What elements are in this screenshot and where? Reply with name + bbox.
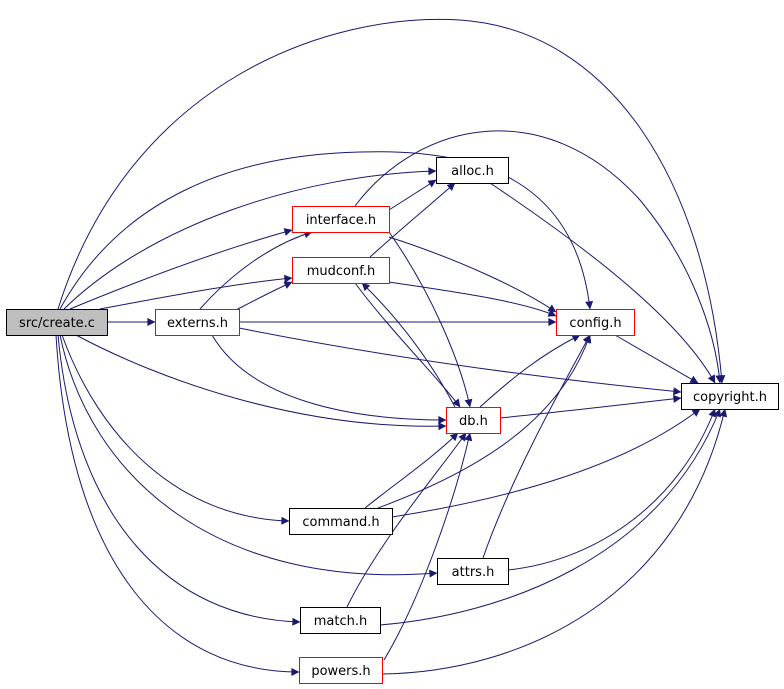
edge-create-to-copyright (57, 18, 726, 384)
edge-powers-to-db (383, 432, 473, 661)
edge-mudconf-to-db (354, 282, 461, 408)
node-label-copyright: copyright.h (693, 390, 767, 405)
edge-db-to-mudconf (361, 282, 456, 408)
edge-create-to-mudconf (99, 274, 293, 310)
node-externs[interactable]: externs.h (155, 309, 240, 336)
node-box-config[interactable] (556, 309, 635, 336)
edge-interface-to-db (388, 231, 473, 408)
edge-interface-to-config (388, 236, 557, 313)
edge-create-to-interface (69, 228, 293, 310)
node-label-alloc: alloc.h (451, 164, 494, 179)
edge-create-to-command (61, 334, 290, 525)
dependency-edges (55, 18, 728, 676)
edge-config-to-copyright (614, 334, 699, 384)
node-box-copyright[interactable] (681, 383, 779, 410)
edge-attrs-to-config (482, 334, 591, 559)
edge-command-to-config (377, 334, 592, 509)
node-config[interactable]: config.h (556, 309, 635, 336)
node-label-interface: interface.h (306, 213, 376, 228)
node-create[interactable]: src/create.c (6, 309, 108, 336)
node-box-create[interactable] (6, 309, 108, 336)
node-box-mudconf[interactable] (292, 257, 390, 284)
edge-create-to-alloc (63, 167, 437, 310)
node-label-command: command.h (302, 515, 379, 530)
node-box-command[interactable] (289, 508, 393, 535)
edge-create-to-match (57, 334, 301, 626)
edge-attrs-to-copyright (507, 408, 717, 571)
file-nodes: src/create.c externs.h interface.h mudconf.… (6, 157, 779, 684)
node-label-externs: externs.h (167, 316, 228, 331)
node-box-interface[interactable] (292, 206, 390, 233)
node-copyright[interactable]: copyright.h (681, 383, 779, 410)
node-match[interactable]: match.h (300, 607, 381, 634)
node-label-attrs: attrs.h (452, 565, 495, 580)
node-box-attrs[interactable] (437, 558, 509, 585)
edge-command-to-db (364, 432, 459, 509)
edge-interface-to-copyright (354, 130, 724, 384)
edge-interface-to-alloc (388, 179, 437, 211)
node-label-db: db.h (459, 414, 488, 429)
edge-match-to-db (346, 432, 467, 608)
node-alloc[interactable]: alloc.h (436, 157, 509, 184)
node-box-externs[interactable] (155, 309, 240, 336)
edge-mudconf-to-alloc (369, 182, 456, 258)
node-label-mudconf: mudconf.h (307, 264, 376, 279)
node-box-match[interactable] (300, 607, 381, 634)
edge-powers-to-copyright (381, 408, 728, 675)
edge-externs-to-mudconf (235, 281, 293, 311)
edge-create-to-powers (55, 334, 300, 676)
node-label-match: match.h (314, 614, 368, 629)
node-label-powers: powers.h (311, 664, 370, 679)
node-box-alloc[interactable] (436, 157, 509, 184)
edge-match-to-copyright (379, 408, 721, 626)
node-box-powers[interactable] (299, 657, 383, 684)
node-box-db[interactable] (446, 407, 501, 434)
node-mudconf[interactable]: mudconf.h (292, 257, 390, 284)
edge-externs-to-interface (199, 230, 313, 310)
node-interface[interactable]: interface.h (292, 206, 390, 233)
edge-db-to-config (479, 334, 581, 408)
edge-mudconf-to-config (388, 281, 557, 317)
edge-externs-to-copyright (238, 327, 682, 396)
edge-create-to-db (75, 334, 447, 431)
node-label-create: src/create.c (19, 316, 95, 331)
edge-alloc-to-copyright (489, 182, 716, 384)
node-db[interactable]: db.h (446, 407, 501, 434)
node-attrs[interactable]: attrs.h (437, 558, 509, 585)
edge-create-to-attrs (59, 334, 438, 578)
node-command[interactable]: command.h (289, 508, 393, 535)
edge-externs-to-db (211, 334, 447, 424)
edge-command-to-copyright (391, 408, 701, 518)
node-powers[interactable]: powers.h (299, 657, 383, 684)
edge-db-to-copyright (499, 394, 682, 419)
node-label-config: config.h (569, 316, 621, 331)
edge-create-to-config (59, 151, 594, 310)
